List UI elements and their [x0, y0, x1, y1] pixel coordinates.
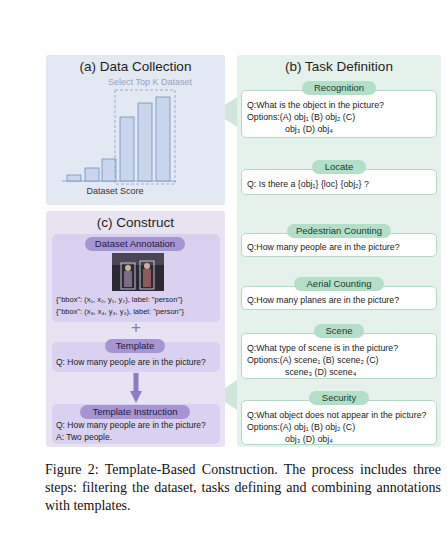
- pill-label: Template: [116, 339, 155, 353]
- chart-label: Select Top K Dataset: [100, 76, 200, 88]
- score-bar: [102, 159, 116, 181]
- question-text: Q:What is the object in the picture?: [247, 99, 433, 111]
- pill-label: Recognition: [314, 81, 364, 95]
- question-text: Q: How many people are in the picture?: [56, 419, 218, 431]
- task-box: Q: Is there a {obj₁} {loc} {obj₂} ?Locat…: [241, 169, 437, 195]
- task-box: Q:What type of scene is in the picture?O…: [241, 333, 437, 379]
- chart-axis: [62, 181, 176, 182]
- step-pill: Template: [105, 339, 165, 353]
- pill-label: Dataset Annotation: [95, 237, 175, 251]
- panel-title: (b) Task Definition: [237, 59, 441, 74]
- score-bar: [138, 103, 152, 181]
- panel-title: (c) Construct: [46, 215, 225, 230]
- step-pill: Dataset Annotation: [85, 237, 185, 251]
- task-pill: Aerial Counting: [294, 277, 384, 291]
- pill-label: Scene: [326, 324, 353, 338]
- annotation-photo: [112, 253, 164, 291]
- pill-label: Pedestrian Counting: [296, 224, 382, 238]
- task-box: Q:What object does not appear in the pic…: [241, 400, 437, 445]
- figure-caption: Figure 2: Template-Based Construction. T…: [45, 461, 441, 515]
- pill-label: Aerial Counting: [307, 277, 372, 291]
- score-bar: [85, 168, 99, 181]
- pill-label: Template Instruction: [92, 405, 177, 419]
- bbox-mark: [121, 263, 135, 289]
- person-head: [125, 265, 131, 271]
- person-head: [144, 263, 150, 269]
- question-text: Q: How many people are in the picture?: [56, 356, 218, 368]
- task-pill: Locate: [312, 160, 366, 174]
- task-pill: Pedestrian Counting: [287, 224, 391, 238]
- instruction-box: Q: How many people are in the picture?A:…: [52, 404, 220, 444]
- task-box: Q:How many planes are in the picture?Aer…: [241, 286, 437, 310]
- panel-title: (a) Data Collection: [46, 59, 225, 74]
- annotation-text: {"bbox": (x₃, x₄, y₃, y₄), label: "perso…: [56, 306, 218, 318]
- score-bar: [67, 175, 81, 181]
- question-text: Q:How many planes are in the picture?: [247, 294, 433, 306]
- question-text: A: Two people.: [56, 431, 218, 443]
- bbox-mark: [140, 261, 154, 289]
- person-body: [124, 271, 132, 287]
- panel-connector: [225, 380, 237, 410]
- question-text: Q:How many people are in the picture?: [247, 241, 433, 253]
- question-text: Q: Is there a {obj₁} {loc} {obj₂} ?: [247, 178, 433, 190]
- photo-shade: [112, 253, 164, 265]
- person-body: [143, 269, 151, 287]
- task-pill: Scene: [314, 324, 364, 338]
- task-box: Q:How many people are in the picture?Ped…: [241, 233, 437, 257]
- score-bar: [120, 117, 134, 181]
- flow-arrow: [134, 373, 139, 393]
- plus-sign: +: [126, 318, 146, 338]
- task-box: Q:What is the object in the picture?Opti…: [241, 90, 437, 138]
- options-text: Options:(A) obj₁ (B) obj₂ (C) obj₃ (D) o…: [247, 421, 367, 445]
- question-text: Q:What object does not appear in the pic…: [247, 409, 433, 421]
- panel-connector: [225, 97, 237, 127]
- task-pill: Security: [309, 391, 369, 405]
- panel: (b) Task DefinitionQ:What is the object …: [237, 55, 441, 447]
- question-text: Q:What type of scene is in the picture?: [247, 342, 433, 354]
- axis-label: Dataset Score: [70, 185, 160, 197]
- annotation-box: {"bbox": (x₁, x₂, y₁, y₂), label: "perso…: [52, 234, 220, 322]
- options-text: Options:(A) scene₁ (B) scene₂ (C) scene₃…: [247, 354, 382, 378]
- pill-label: Security: [322, 391, 356, 405]
- task-pill: Recognition: [302, 81, 376, 95]
- pill-label: Locate: [325, 160, 354, 174]
- template-box: Q: How many people are in the picture? Te…: [52, 342, 220, 372]
- score-bar: [156, 97, 170, 181]
- selection-box: [115, 90, 175, 184]
- annotation-text: {"bbox": (x₁, x₂, y₁, y₂), label: "perso…: [56, 294, 218, 306]
- options-text: Options:(A) obj₁ (B) obj₂ (C) obj₃ (D) o…: [247, 111, 367, 135]
- step-pill: Template Instruction: [80, 405, 190, 419]
